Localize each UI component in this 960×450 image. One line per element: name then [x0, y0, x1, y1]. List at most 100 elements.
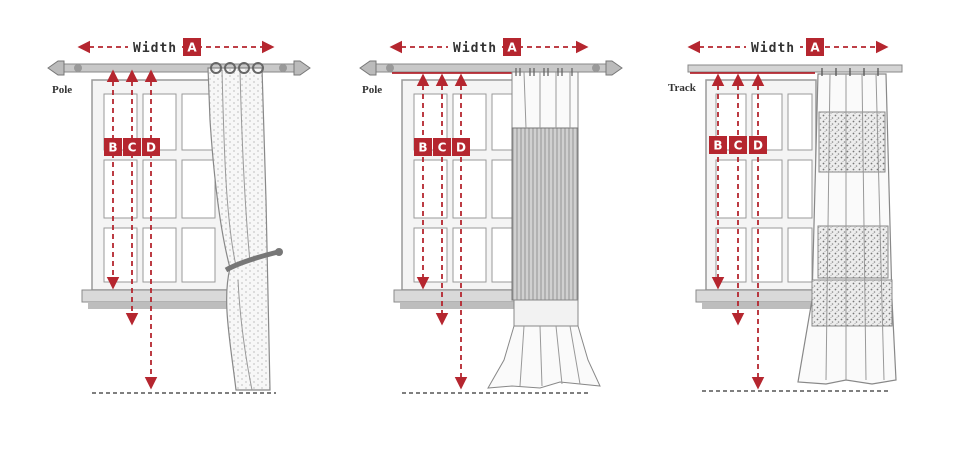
badge-c — [729, 136, 747, 154]
window-pane — [181, 159, 216, 219]
width-letter: A — [810, 41, 820, 55]
tieback-hook — [275, 248, 283, 256]
width-dimension: Width A — [687, 38, 889, 56]
pole-rod — [371, 63, 613, 73]
badge-c — [123, 138, 141, 156]
drop-letter-badges: B C D — [104, 138, 160, 156]
track-rail — [687, 64, 903, 73]
window-sill-shadow — [88, 302, 236, 309]
pleat-hooks — [515, 68, 573, 76]
curtain-fold — [221, 69, 237, 267]
width-letter: A — [187, 41, 197, 55]
pole-label: Pole — [362, 84, 382, 96]
window-pane — [751, 159, 783, 219]
curtain-fold — [523, 71, 571, 129]
curtain-pattern-band — [817, 225, 889, 279]
tieback-band — [224, 249, 279, 273]
badge-d — [452, 138, 470, 156]
window-pane — [787, 227, 813, 283]
badge-d — [142, 138, 160, 156]
window-pane — [787, 159, 813, 219]
badge-d — [749, 136, 767, 154]
pole-finial-left — [359, 60, 377, 76]
pinch-pleat-striped-icon — [487, 68, 601, 389]
window-pane — [181, 227, 216, 283]
pole-finial-right — [293, 60, 311, 76]
drop-arrows — [106, 69, 158, 390]
width-letter-badge — [806, 38, 824, 56]
pole-bracket — [386, 64, 394, 72]
drop-arrows — [711, 73, 765, 390]
window-pane — [142, 227, 177, 283]
window-pane — [142, 159, 177, 219]
width-word: Width — [453, 41, 497, 56]
curtain-pattern-band — [818, 111, 886, 173]
badge-d-text: D — [456, 141, 466, 155]
badge-d-text: D — [146, 141, 156, 155]
badge-c-text: C — [128, 141, 137, 155]
pole-bracket — [74, 64, 82, 72]
pole-label: Pole — [52, 84, 72, 96]
panel-pole-grommet: Width A Pole B C D — [47, 38, 311, 394]
badge-b — [414, 138, 432, 156]
curtain-fold — [239, 69, 251, 263]
width-label-bg — [128, 38, 182, 56]
window-pane — [452, 159, 487, 219]
pole-bracket — [592, 64, 600, 72]
window-sill-shadow — [702, 302, 820, 309]
curtain-fold — [825, 73, 885, 381]
curtain-track — [687, 64, 903, 74]
window-pane — [715, 159, 747, 219]
grommet-ring — [224, 62, 236, 74]
grommet-ring — [238, 62, 250, 74]
window-sill — [695, 289, 827, 303]
curtain-fold — [519, 325, 581, 387]
badge-b-text: B — [713, 139, 722, 153]
curtain-pattern-band — [811, 279, 893, 327]
badge-b-text: B — [418, 141, 427, 155]
width-word: Width — [751, 41, 795, 56]
badge-b — [709, 136, 727, 154]
curtain-stripe-light — [513, 299, 579, 327]
curtain-stripe-dark — [511, 127, 579, 301]
window-pane — [452, 227, 487, 283]
window-pane — [413, 227, 448, 283]
drop-letter-badges: B C D — [709, 136, 767, 154]
curtain-pole — [47, 60, 311, 76]
grommet-tieback-icon — [207, 62, 283, 391]
width-letter-badge — [503, 38, 521, 56]
window — [695, 79, 827, 309]
width-letter-badge — [183, 38, 201, 56]
drop-arrows — [416, 73, 468, 390]
track-label: Track — [668, 82, 697, 94]
panel-track-hook: Width A Track B C D — [668, 38, 903, 392]
curtain-pole — [359, 60, 623, 76]
curtain-fabric-top — [511, 71, 579, 129]
track-hook-pattern-icon — [797, 68, 897, 385]
window-sill-shadow — [400, 302, 548, 309]
window-pane — [715, 227, 747, 283]
curtain-fabric-bottom — [487, 325, 601, 389]
panel-pole-pinch-pleat: Width A Pole B C D — [359, 38, 623, 394]
badge-d-text: D — [753, 139, 763, 153]
badge-c-text: C — [734, 139, 743, 153]
curtain-fold — [237, 279, 253, 391]
pole-bracket — [279, 64, 287, 72]
pole-finial-right — [605, 60, 623, 76]
grommet-ring — [210, 62, 222, 74]
width-label-bg — [448, 38, 502, 56]
width-dimension: Width A — [389, 38, 589, 56]
window-pane — [751, 227, 783, 283]
window-sill — [81, 289, 243, 303]
width-dimension: Width A — [77, 38, 275, 56]
drop-letter-badges: B C D — [414, 138, 470, 156]
window-pane — [787, 93, 813, 151]
width-label-bg — [746, 38, 800, 56]
width-letter: A — [507, 41, 517, 55]
track-hooks — [821, 68, 879, 76]
pole-finial-left — [47, 60, 65, 76]
badge-c — [433, 138, 451, 156]
badge-c-text: C — [438, 141, 447, 155]
width-word: Width — [133, 41, 177, 56]
